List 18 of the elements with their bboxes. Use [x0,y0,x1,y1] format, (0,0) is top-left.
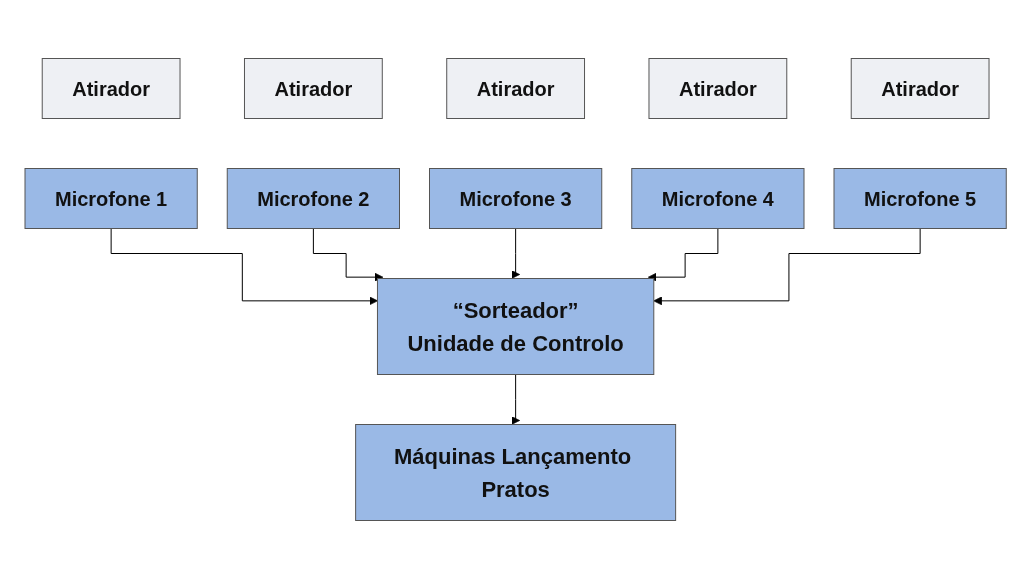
node-box: Atirador [850,58,990,119]
arrow [511,374,520,425]
node-box: Atirador [648,58,788,119]
node-box: Microfone 5 [833,168,1007,229]
node-box: Microfone 1 [24,168,198,229]
arrow [312,228,384,282]
node-box: Atirador [41,58,181,119]
node-box: Atirador [243,58,383,119]
arrow [511,228,520,279]
arrow [647,228,719,282]
arrow [653,228,921,306]
node-box: Microfone 3 [428,168,603,229]
node-box: Máquinas Lançamento Pratos [355,424,676,521]
node-box: “Sorteador” Unidade de Controlo [376,278,655,375]
node-box: Atirador [446,58,585,119]
node-box: Microfone 4 [631,168,805,229]
node-box: Microfone 2 [226,168,400,229]
arrow [110,228,378,306]
